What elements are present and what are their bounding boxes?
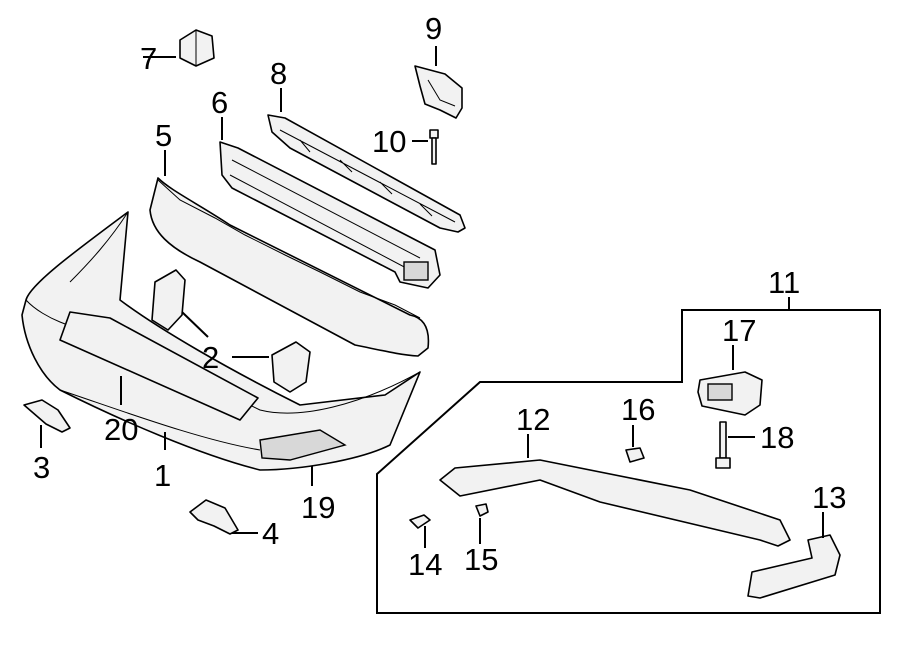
part-3-clip	[23, 399, 71, 433]
callout-2: 2	[202, 340, 219, 375]
callout-4: 4	[262, 516, 279, 551]
part-18-bolt	[715, 421, 731, 469]
callout-3: 3	[33, 450, 50, 485]
callout-13: 13	[812, 480, 846, 515]
part-16-nut	[625, 447, 645, 463]
callout-7: 7	[140, 41, 157, 76]
part-7-block	[179, 29, 215, 67]
callout-5: 5	[155, 118, 172, 153]
callout-1: 1	[154, 458, 171, 493]
part-12-lower-strip	[439, 459, 791, 547]
part-15-clip	[475, 503, 489, 517]
callout-11: 11	[768, 265, 800, 300]
part-4-bracket	[189, 499, 239, 535]
part-9-bracket	[414, 65, 463, 119]
callout-labels: 7 9 8 6 5 10 11 2 20 1 19 3 4 12 16 17 1…	[33, 11, 846, 582]
part-2-bracket-lower	[271, 341, 311, 393]
callout-17: 17	[722, 313, 756, 348]
part-5-absorber	[149, 177, 430, 357]
part-20-strip	[59, 311, 259, 421]
callout-10: 10	[372, 124, 406, 159]
callout-16: 16	[621, 392, 655, 427]
callout-6: 6	[211, 85, 228, 120]
callout-9: 9	[425, 11, 442, 46]
callout-14: 14	[408, 547, 442, 582]
callout-8: 8	[270, 56, 287, 91]
part-2-bracket-upper	[151, 269, 186, 331]
part-6-reinforcement	[219, 141, 441, 289]
callout-19: 19	[301, 490, 335, 525]
callout-15: 15	[464, 542, 498, 577]
callout-12: 12	[516, 402, 550, 437]
part-13-side-piece	[747, 534, 841, 599]
part-10-bolt	[429, 129, 439, 165]
part-14-clip	[409, 514, 431, 529]
inset-box-11	[376, 309, 881, 614]
callout-20: 20	[104, 412, 138, 447]
leader-lines	[40, 46, 824, 548]
callout-18: 18	[760, 420, 794, 455]
part-8-upper-bar	[267, 114, 466, 233]
